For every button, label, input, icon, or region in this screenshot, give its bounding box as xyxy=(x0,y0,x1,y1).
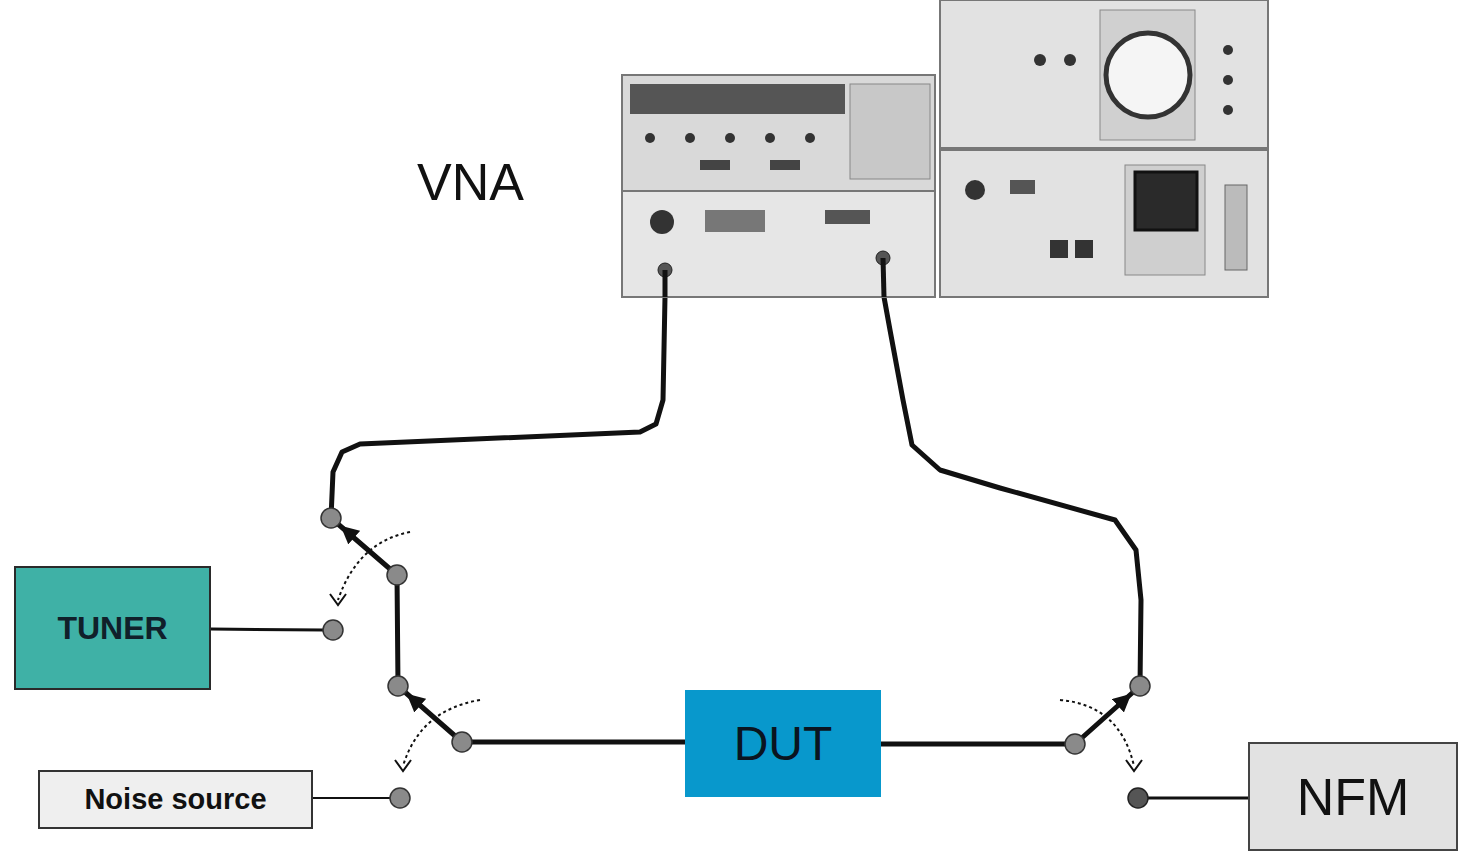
switch-contact xyxy=(390,788,410,808)
switch-slot xyxy=(705,210,765,232)
node-label: NFM xyxy=(1297,767,1410,827)
lead-wire xyxy=(211,629,324,630)
switch-slot xyxy=(770,160,800,170)
tuner-box: TUNER xyxy=(14,566,211,690)
instrument-panel xyxy=(622,75,935,191)
knob xyxy=(645,133,655,143)
display-strip xyxy=(630,84,845,114)
noise-source-box: Noise source xyxy=(38,770,313,829)
switch-arm xyxy=(342,527,397,575)
knob xyxy=(1223,105,1233,115)
sub-panel xyxy=(850,84,930,179)
button xyxy=(1075,240,1093,258)
switch-contact xyxy=(1130,676,1150,696)
switch-slot xyxy=(700,160,730,170)
switch-slot xyxy=(825,210,870,224)
cable-connector xyxy=(881,297,1141,744)
dut-box: DUT xyxy=(685,690,881,797)
switch-travel xyxy=(1060,700,1134,766)
switch-travel xyxy=(338,532,410,600)
switch-travel-head xyxy=(395,760,411,771)
vna-rack xyxy=(622,0,1268,297)
switch-contact xyxy=(387,565,407,585)
knob xyxy=(805,133,815,143)
node-label: DUT xyxy=(734,716,833,771)
node-label: Noise source xyxy=(84,783,266,816)
switch-travel-head xyxy=(1126,760,1142,771)
knob xyxy=(965,180,985,200)
switch-contact xyxy=(1128,788,1148,808)
test-set-panel xyxy=(622,191,935,297)
knob xyxy=(1034,54,1046,66)
button xyxy=(1050,240,1068,258)
sub-panel xyxy=(1100,10,1195,140)
instrument-panel xyxy=(940,0,1268,148)
knob xyxy=(1064,54,1076,66)
switch-contact xyxy=(1065,734,1085,754)
nfm-box: NFM xyxy=(1248,742,1458,851)
node-label: TUNER xyxy=(57,610,167,647)
cable-stub xyxy=(663,270,668,297)
switch-travel xyxy=(403,700,480,766)
sub-panel xyxy=(1125,165,1205,275)
lead-wire xyxy=(1148,797,1248,800)
switch-contact xyxy=(323,620,343,640)
knob xyxy=(1223,75,1233,85)
knob xyxy=(685,133,695,143)
knob xyxy=(765,133,775,143)
knob xyxy=(725,133,735,143)
switch-slot xyxy=(1010,180,1035,194)
switch-contact xyxy=(321,508,341,528)
switch-arm xyxy=(1075,695,1130,744)
knob xyxy=(1223,45,1233,55)
button-column xyxy=(1225,185,1247,270)
lead-wire xyxy=(313,797,390,799)
instrument-node: VNA xyxy=(622,0,1268,297)
cable-connector xyxy=(331,297,685,742)
square-crt xyxy=(1135,172,1197,230)
cable-stub xyxy=(883,258,884,297)
round-crt xyxy=(1106,33,1190,117)
switch-contact xyxy=(452,732,472,752)
instrument-panel xyxy=(940,150,1268,297)
switch-contact xyxy=(388,676,408,696)
switch-travel-head xyxy=(330,594,346,605)
knob xyxy=(650,210,674,234)
node-label: VNA xyxy=(417,152,524,212)
